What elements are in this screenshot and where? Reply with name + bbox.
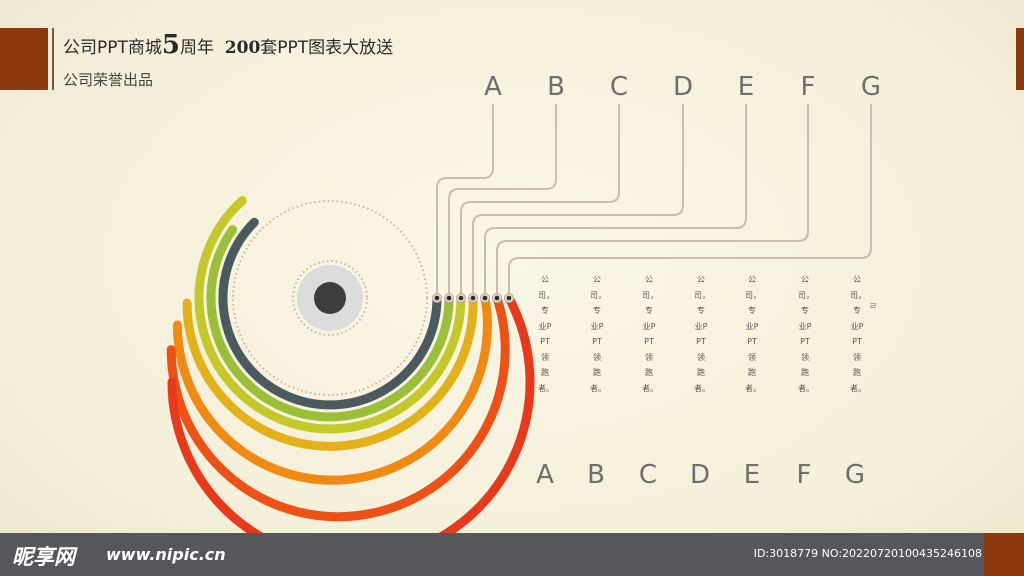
- page-subtitle: 公司荣誉出品: [63, 71, 154, 89]
- column-text: 公司，专业PPT领跑者。: [590, 275, 606, 393]
- arc-slate: [218, 217, 442, 410]
- outer-dotted-ring: [232, 200, 428, 396]
- bottom-label: G: [844, 460, 866, 490]
- endpoint-dot-center: [458, 295, 464, 301]
- footer-url: www.nipic.cn: [106, 545, 226, 564]
- top-label: B: [547, 72, 565, 102]
- bottom-label: B: [587, 460, 605, 490]
- top-label: G: [860, 72, 882, 102]
- endpoint-dot-center: [446, 295, 452, 301]
- bottom-label: D: [689, 460, 711, 490]
- connector-line: [508, 104, 872, 293]
- top-label: F: [800, 72, 816, 102]
- bottom-label: F: [796, 460, 812, 490]
- inner-dotted-ring: [292, 260, 368, 336]
- title-mid: 周年: [179, 38, 214, 58]
- endpoint-dot-center: [494, 295, 500, 301]
- column-text: 公司，专业PPT领跑者。: [745, 275, 761, 393]
- arc-red-orange: [166, 293, 510, 522]
- bottom-label: C: [638, 460, 658, 490]
- arc-gold: [182, 293, 478, 451]
- connector-lines: [436, 104, 872, 293]
- column-text: 公司，专业PPT领跑者。: [538, 275, 554, 393]
- connector-line: [484, 104, 747, 293]
- endpoint-dot-center: [506, 295, 512, 301]
- column-text: 公司，专业PPT领跑者。: [642, 275, 658, 393]
- connector-line: [436, 104, 494, 293]
- footer-logo: 昵享网: [12, 545, 75, 569]
- page-title: 公司PPT商城5周年 200套PPT图表大放送: [63, 30, 394, 60]
- connector-line: [472, 104, 684, 293]
- title-prefix: 公司PPT商城: [63, 38, 162, 58]
- bottom-label: E: [743, 460, 761, 490]
- hub-center: [314, 282, 346, 314]
- endpoint-dots: [432, 293, 514, 303]
- arc-yellow-green: [194, 196, 466, 434]
- brand-block-bottom: [984, 533, 1024, 576]
- connector-line: [460, 104, 620, 293]
- connector-line: [448, 104, 557, 293]
- endpoint-dot-center: [482, 295, 488, 301]
- stray-mark: ㄹ: [869, 302, 878, 312]
- title-suffix: 套PPT图表大放送: [260, 38, 394, 58]
- endpoint-dot-center: [470, 295, 476, 301]
- top-label: E: [737, 72, 755, 102]
- column-text: 公司，专业PPT领跑者。: [798, 275, 814, 393]
- top-label: D: [672, 72, 694, 102]
- brand-block-right: [1016, 28, 1024, 90]
- footer-id: ID:3018779 NO:20220720100435246108: [753, 547, 982, 560]
- top-label: C: [609, 72, 629, 102]
- arc-orange: [172, 293, 492, 485]
- arc-group: [166, 196, 535, 566]
- top-label: A: [484, 72, 502, 102]
- arc-green: [206, 225, 454, 422]
- title-number: 5: [161, 30, 180, 60]
- watermark-footer: 昵享网 www.nipic.cn ID:3018779 NO:202207201…: [0, 533, 1024, 576]
- bottom-label: A: [536, 460, 554, 490]
- title-divider: [52, 28, 54, 90]
- column-text: 公司，专业PPT领跑者。: [694, 275, 710, 393]
- column-text: 公司，专业PPT领跑者。: [850, 275, 866, 393]
- brand-block-left: [0, 28, 48, 90]
- endpoint-dot-center: [434, 295, 440, 301]
- connector-line: [496, 104, 809, 293]
- title-count: 200: [224, 38, 261, 58]
